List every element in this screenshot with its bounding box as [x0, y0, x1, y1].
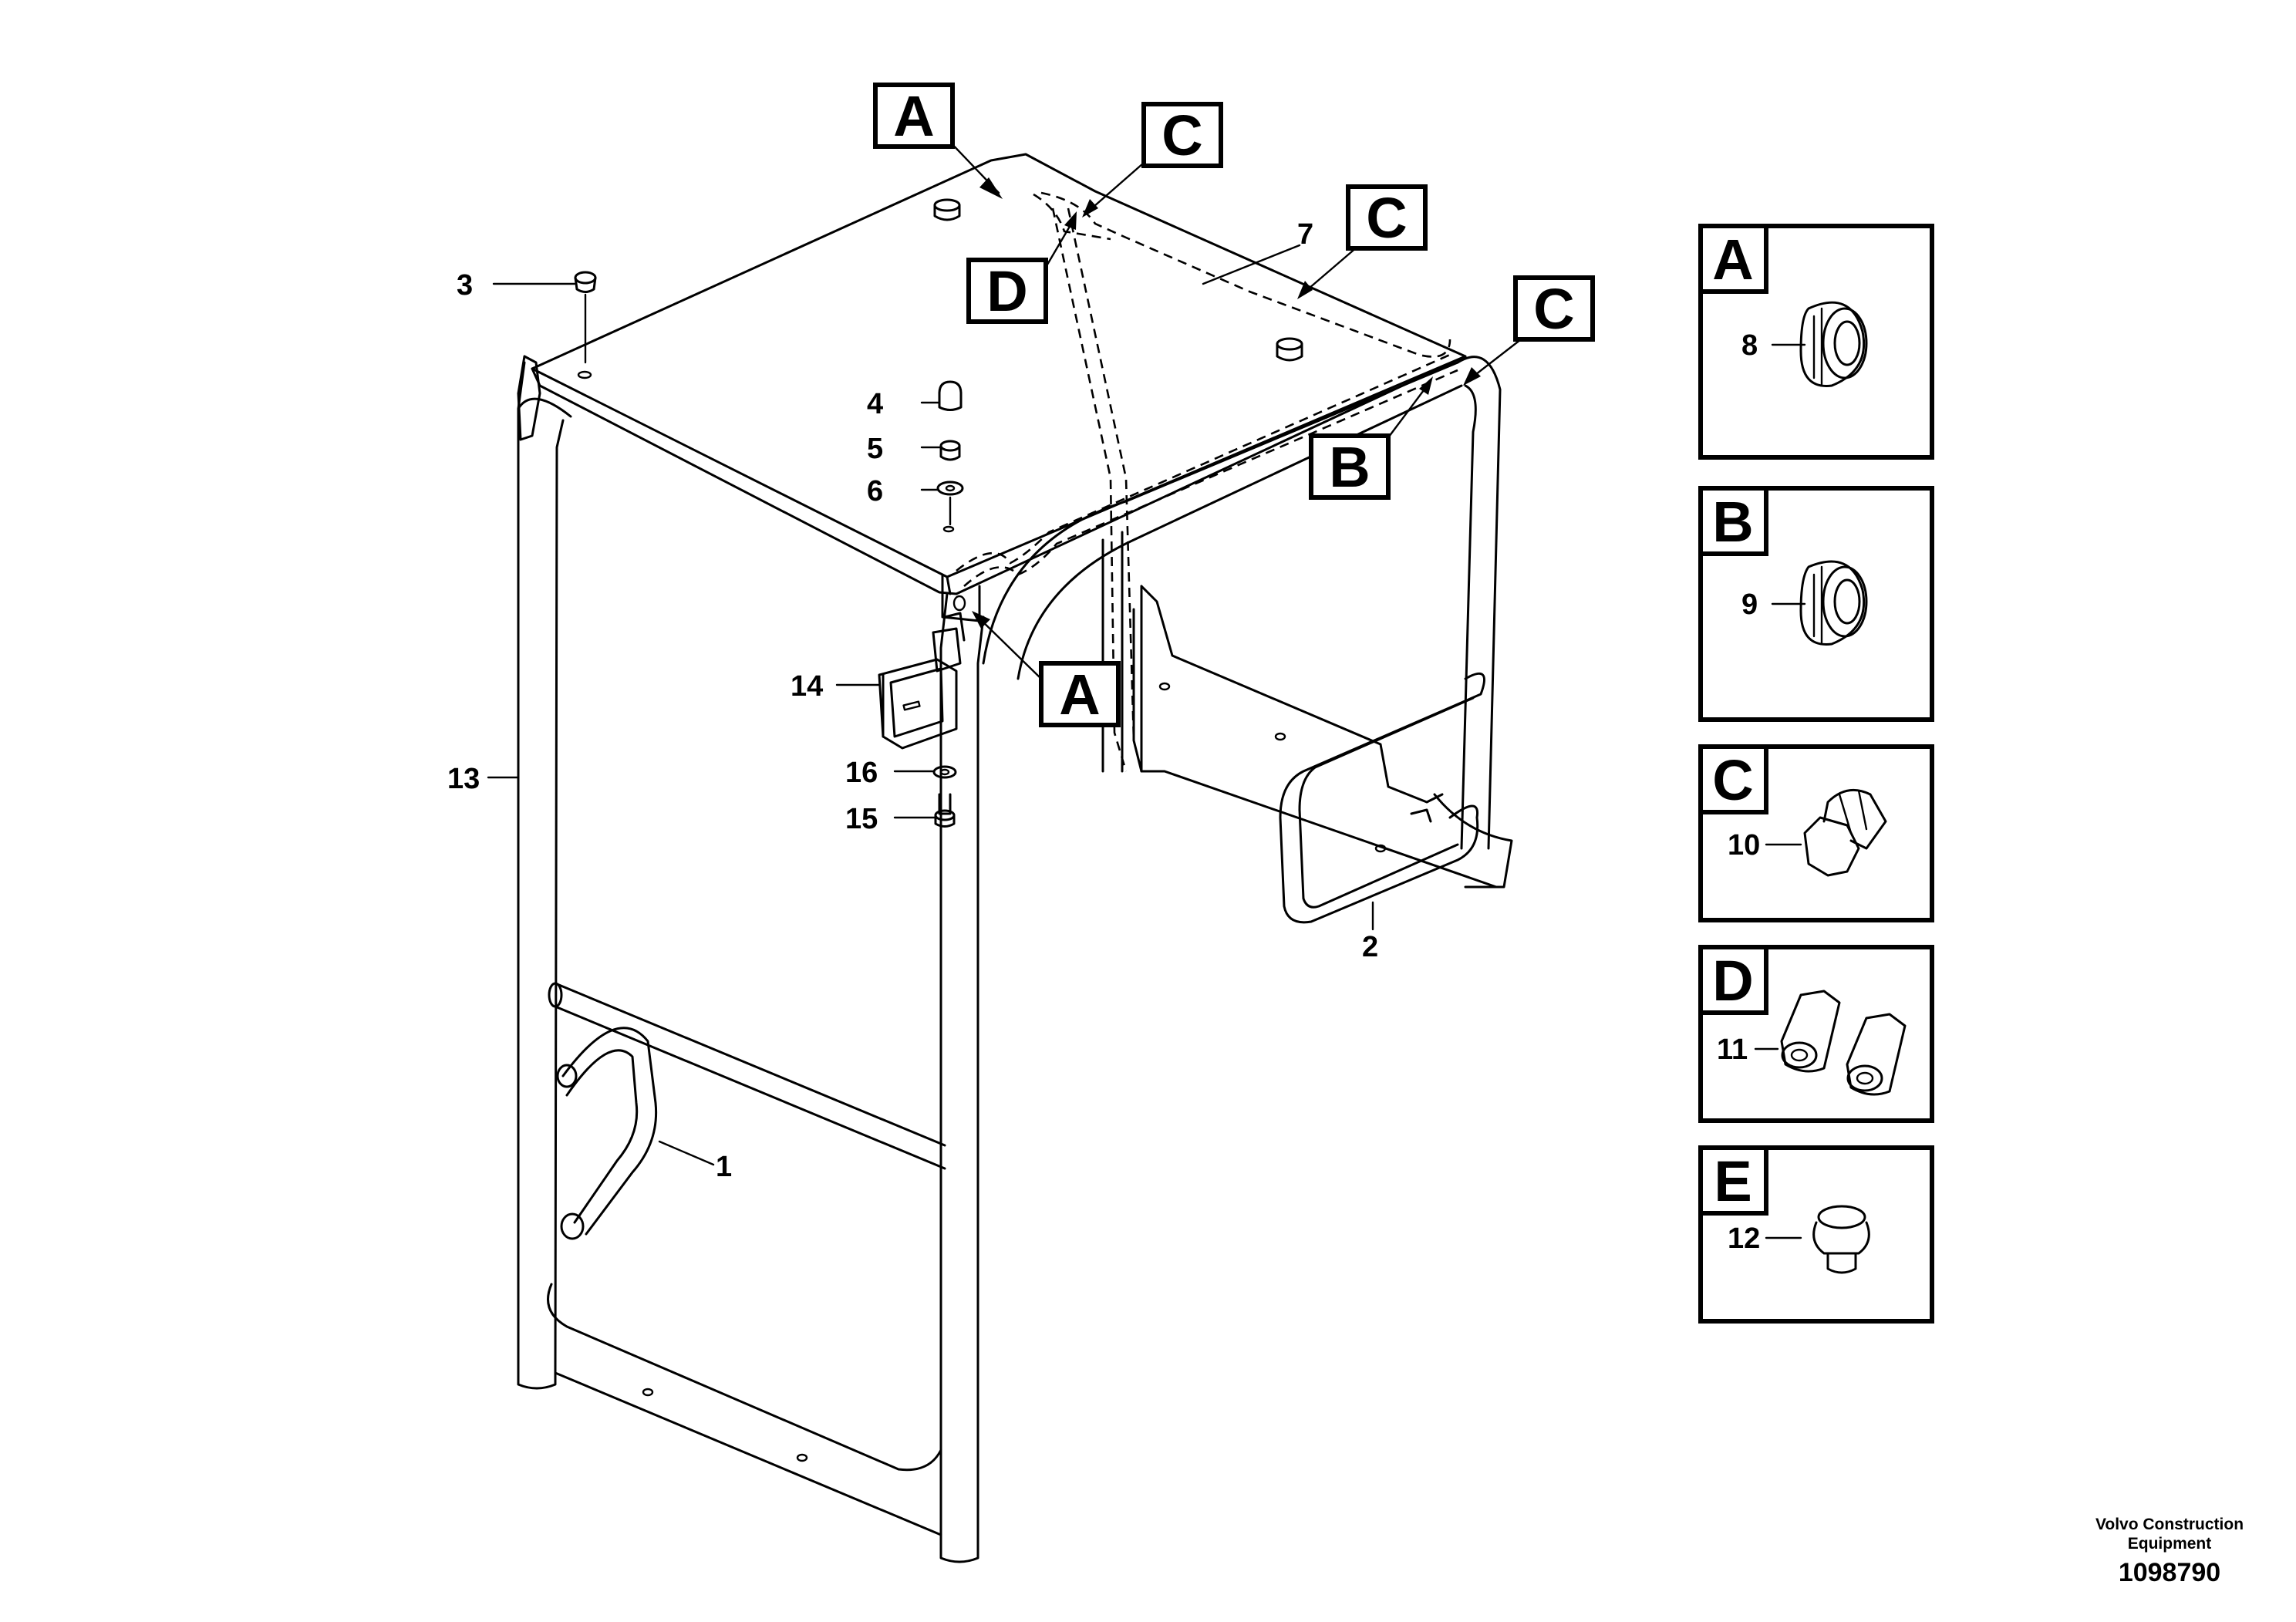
svg-text:9: 9 [1741, 588, 1758, 621]
svg-text:E: E [1714, 1149, 1752, 1213]
svg-text:B: B [1712, 490, 1753, 554]
legend-panel-d: D 11 [1698, 945, 1934, 1123]
callout-numbers: 3 4 5 6 7 14 16 15 13 1 2 [447, 218, 1378, 1183]
svg-text:8: 8 [1741, 329, 1758, 362]
ref-box-top-c: C [1141, 102, 1223, 168]
svg-text:D: D [1712, 949, 1753, 1013]
svg-text:C: C [1533, 277, 1574, 341]
callout-5: 5 [867, 433, 883, 465]
legend-panel-a: A 8 [1698, 224, 1934, 460]
part-3-bolt [574, 271, 597, 364]
drawing-number: 1098790 [2119, 1558, 2220, 1587]
front-right-post [939, 573, 985, 1563]
company-name-line2: Equipment [2128, 1535, 2212, 1553]
legend-panel-e: E 12 [1698, 1145, 1934, 1324]
callout-3: 3 [457, 269, 473, 302]
legend-panel-b: B 9 [1698, 486, 1934, 722]
part-14-work-lamp [878, 612, 966, 750]
callout-2: 2 [1362, 931, 1378, 963]
svg-text:C: C [1712, 748, 1753, 812]
part-8-grommet [1799, 301, 1868, 387]
rear-handle [1279, 672, 1485, 924]
cable-routing [956, 191, 1458, 772]
part-9-grommet [1799, 560, 1868, 646]
svg-text:A: A [893, 84, 934, 148]
svg-text:C: C [1366, 186, 1407, 250]
callout-16: 16 [845, 757, 878, 789]
part-4-cap [938, 380, 963, 411]
callout-14: 14 [791, 670, 823, 703]
ref-box-right-c2: C [1513, 275, 1595, 342]
part-12-rubber-buffer [1812, 1205, 1870, 1274]
svg-text:A: A [1712, 228, 1753, 292]
svg-text:10: 10 [1728, 829, 1760, 862]
svg-text:C: C [1161, 103, 1202, 167]
ref-box-right-c1: C [1346, 184, 1428, 251]
legend-panel-c: C 10 [1698, 744, 1934, 922]
bottom-plate [547, 1283, 942, 1536]
svg-text:A: A [1059, 663, 1100, 727]
roof-panel [531, 153, 1467, 595]
ref-box-post-a: A [1039, 661, 1121, 727]
part-5-nut [939, 440, 961, 461]
callout-15: 15 [845, 803, 878, 835]
front-crossbar [548, 982, 946, 1170]
callout-1: 1 [716, 1151, 732, 1183]
footer-block: Volvo Construction Equipment 1098790 [2095, 1516, 2244, 1587]
part-11-rivet-nut [1780, 990, 1907, 1096]
callout-7: 7 [1297, 218, 1313, 251]
callout-4: 4 [867, 388, 883, 420]
svg-text:12: 12 [1728, 1222, 1760, 1255]
svg-text:D: D [986, 259, 1027, 323]
left-post [517, 355, 572, 1390]
svg-text:B: B [1329, 435, 1370, 499]
reference-letters: A C D C C B A [873, 83, 1595, 727]
part-16-washer [932, 765, 957, 779]
part-15-bolt [934, 793, 956, 828]
part-6-washer [936, 481, 964, 526]
rear-frame [982, 356, 1513, 889]
ref-box-top-d: D [966, 258, 1048, 324]
ref-box-top-a: A [873, 83, 955, 149]
leader-lines [487, 137, 1532, 1166]
callout-13: 13 [447, 763, 480, 795]
svg-text:11: 11 [1717, 1034, 1748, 1066]
company-name-line1: Volvo Construction [2095, 1516, 2244, 1533]
callout-6: 6 [867, 475, 883, 508]
part-10-rivet-nut [1803, 788, 1887, 877]
front-handle [556, 1027, 658, 1240]
ref-box-b: B [1309, 433, 1391, 500]
